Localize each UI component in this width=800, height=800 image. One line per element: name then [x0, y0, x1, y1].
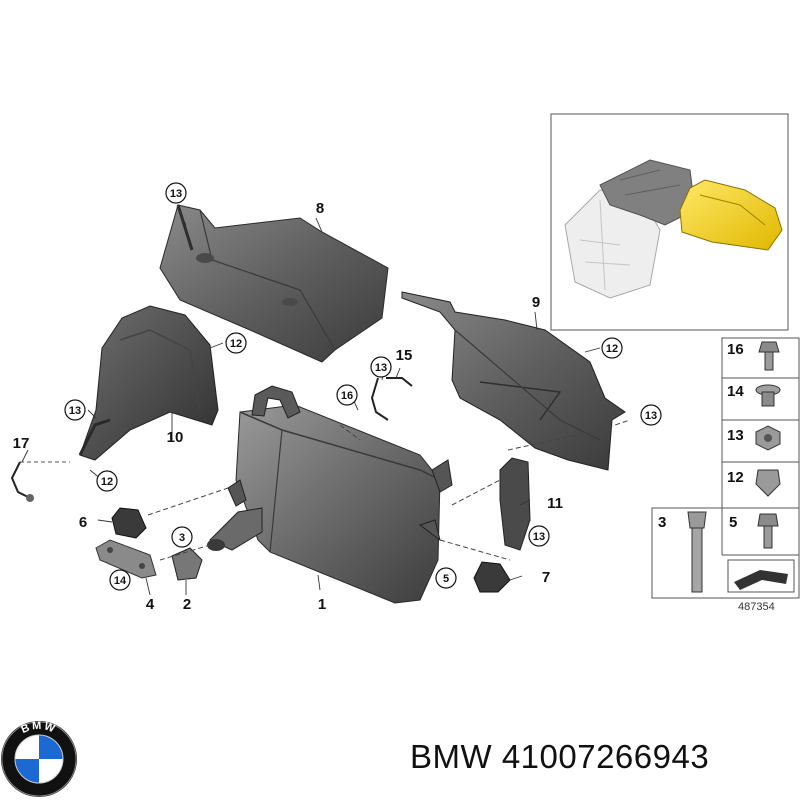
callout-3: 3 — [171, 526, 193, 548]
nut-14-icon — [755, 384, 781, 407]
svg-text:13: 13 — [170, 188, 182, 200]
svg-text:BMW: BMW — [19, 720, 58, 736]
vehicle-underbody-sketch — [564, 159, 696, 299]
bolt-5-icon — [757, 513, 779, 549]
callout-12-shield10-bottom: 12 — [96, 470, 118, 492]
callout-13-shield10: 13 — [64, 399, 86, 421]
svg-text:13: 13 — [375, 362, 387, 374]
label-4: 4 — [146, 596, 155, 613]
label-2: 2 — [183, 596, 191, 613]
callout-13-wire: 13 — [370, 356, 392, 378]
fastener-3-label: 3 — [658, 514, 666, 531]
callout-12-shield9: 12 — [601, 337, 623, 359]
callout-14: 14 — [109, 569, 131, 591]
nut-13-icon — [755, 425, 781, 451]
solid-leaders — [21, 206, 601, 596]
svg-text:3: 3 — [179, 532, 185, 544]
leader-lines — [147, 419, 631, 561]
clamp-2 — [171, 547, 203, 581]
reference-number: 487354 — [738, 601, 775, 613]
svg-text:16: 16 — [341, 390, 353, 402]
circled-callouts: 13 12 13 12 13 16 12 13 13 3 14 5 — [64, 182, 662, 591]
label-9: 9 — [532, 294, 540, 311]
fastener-14-label: 14 — [727, 383, 744, 400]
label-17: 17 — [13, 435, 30, 452]
fastener-13-label: 13 — [727, 427, 744, 444]
svg-text:13: 13 — [533, 531, 545, 543]
callout-5: 5 — [435, 567, 457, 589]
callout-13-bracket11: 13 — [528, 525, 550, 547]
part-number-labels: 8 9 10 11 15 17 6 7 1 2 4 — [13, 200, 563, 613]
svg-text:12: 12 — [230, 338, 242, 350]
bracket-4 — [95, 539, 157, 579]
wire-15 — [370, 377, 413, 421]
rear-muffler-1 — [207, 385, 453, 604]
svg-text:12: 12 — [101, 476, 113, 488]
svg-text:13: 13 — [69, 405, 81, 417]
rubber-mount-6 — [111, 507, 147, 539]
part-number-caption: BMW 41007266943 — [410, 738, 710, 775]
callout-16: 16 — [336, 384, 358, 406]
svg-text:12: 12 — [606, 343, 618, 355]
label-15: 15 — [396, 347, 413, 364]
bracket-11 — [499, 457, 531, 551]
wire-17 — [10, 461, 70, 502]
highlighted-muffler — [679, 179, 783, 251]
label-7: 7 — [542, 569, 550, 586]
label-10: 10 — [167, 429, 184, 446]
fastener-16-label: 16 — [727, 341, 744, 358]
svg-text:5: 5 — [443, 573, 449, 585]
bmw-logo: BMW — [1, 720, 77, 797]
label-11: 11 — [547, 495, 563, 512]
heat-shield-8 — [159, 204, 389, 363]
nut-12-icon — [755, 469, 781, 497]
fastener-panel-lower: 3 5 487354 — [651, 507, 800, 613]
bolt-16-icon — [758, 341, 780, 371]
view-symbol-icon — [727, 559, 795, 593]
location-inset — [550, 113, 789, 331]
label-1: 1 — [318, 596, 326, 613]
callout-13-shield9: 13 — [640, 404, 662, 426]
fastener-5-label: 5 — [729, 514, 737, 531]
callout-13-top: 13 — [165, 182, 187, 204]
label-8: 8 — [316, 200, 324, 217]
svg-text:14: 14 — [114, 575, 127, 587]
callout-12-shield10: 12 — [225, 332, 247, 354]
svg-text:13: 13 — [645, 410, 657, 422]
fastener-12-label: 12 — [727, 469, 744, 486]
label-6: 6 — [79, 514, 87, 531]
stud-3-icon — [687, 511, 707, 593]
heat-shield-10 — [78, 305, 219, 461]
rubber-mount-7 — [473, 561, 511, 593]
